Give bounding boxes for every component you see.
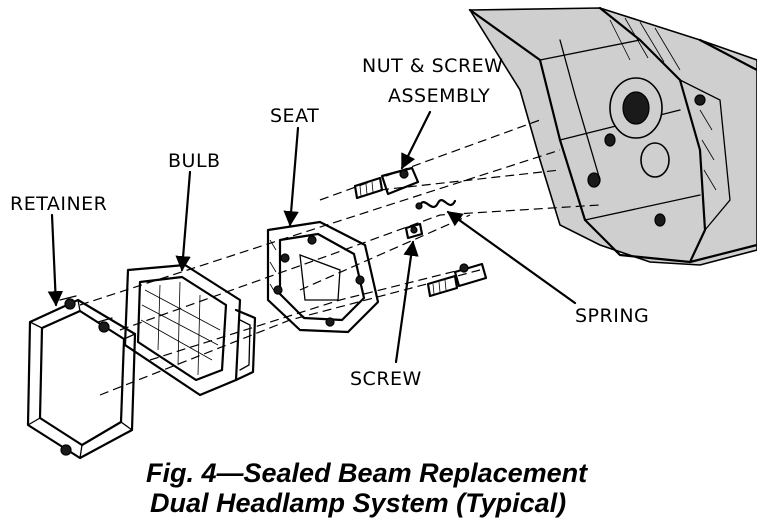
screw-arrow bbox=[394, 240, 419, 364]
label-nut-screw-line2: ASSEMBLY bbox=[388, 85, 490, 107]
label-nut-screw-line1: NUT & SCREW bbox=[362, 55, 503, 77]
figure-caption-line1: Fig. 4—Sealed Beam Replacement bbox=[146, 458, 588, 488]
lower-adjuster-part bbox=[426, 262, 488, 298]
leader-arrows bbox=[47, 110, 577, 364]
vehicle-body-panel bbox=[468, 6, 757, 266]
assembly-guide-lines bbox=[79, 119, 601, 396]
label-spring: SPRING bbox=[575, 305, 649, 327]
retainer-part bbox=[26, 295, 137, 460]
seat-part bbox=[266, 220, 380, 334]
bulb-part bbox=[123, 263, 257, 397]
spring-part bbox=[415, 199, 457, 210]
label-retainer: RETAINER bbox=[10, 193, 107, 215]
label-seat: SEAT bbox=[270, 105, 319, 127]
bulb-arrow bbox=[175, 170, 192, 272]
seat-arrow bbox=[283, 126, 300, 227]
spring-arrow bbox=[446, 210, 577, 305]
nut-screw-arrow bbox=[400, 110, 432, 170]
nut-screw-assembly-part bbox=[353, 166, 420, 200]
label-bulb: BULB bbox=[168, 150, 221, 172]
label-screw: SCREW bbox=[350, 368, 422, 390]
screw-part bbox=[404, 222, 424, 240]
figure-caption-line2: Dual Headlamp System (Typical) bbox=[150, 488, 566, 518]
retainer-arrow bbox=[47, 213, 64, 307]
